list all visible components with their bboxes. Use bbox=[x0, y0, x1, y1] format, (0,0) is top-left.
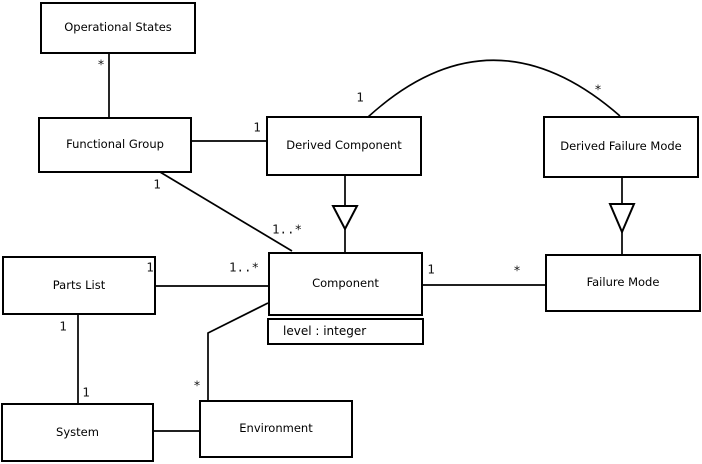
multiplicity-component-left: 1..* bbox=[228, 259, 260, 275]
class-name-label: Failure Mode bbox=[586, 275, 660, 290]
multiplicity-funcgroup-diagonal: 1 bbox=[153, 176, 161, 192]
multiplicity-derived-component: 1 bbox=[253, 119, 261, 135]
class-name-label: Environment bbox=[239, 421, 313, 436]
class-component-attributes: level : integer bbox=[267, 318, 424, 345]
class-functional-group: Functional Group bbox=[38, 117, 192, 173]
multiplicity-component-right: 1 bbox=[427, 261, 435, 277]
class-failure-mode: Failure Mode bbox=[545, 254, 701, 312]
association-environment-component bbox=[207, 302, 269, 401]
class-name-label: Derived Component bbox=[286, 138, 402, 153]
association-derivedcomponent-derivedfailuremode bbox=[367, 59, 621, 118]
class-parts-list: Parts List bbox=[2, 256, 156, 315]
class-system: System bbox=[1, 403, 154, 462]
class-name-label: Derived Failure Mode bbox=[560, 139, 682, 154]
generalization-arrow-icon bbox=[331, 205, 359, 232]
multiplicity-failure-mode: * bbox=[513, 262, 521, 278]
multiplicity-parts-list: 1 bbox=[146, 259, 154, 275]
multiplicity-arc-derived-component: 1 bbox=[356, 89, 364, 105]
multiplicity-component-diagonal: 1..* bbox=[271, 221, 303, 237]
multiplicity-arc-derived-failure-mode: * bbox=[594, 81, 602, 97]
class-name-label: Component bbox=[312, 276, 379, 291]
attribute-label: level : integer bbox=[283, 323, 367, 338]
class-component: Component bbox=[268, 252, 423, 316]
class-name-label: System bbox=[56, 424, 99, 439]
class-name-label: Operational States bbox=[64, 20, 172, 35]
class-environment: Environment bbox=[199, 400, 353, 458]
class-derived-failure-mode: Derived Failure Mode bbox=[543, 116, 699, 178]
multiplicity-environment: * bbox=[193, 377, 201, 393]
multiplicity-system-top: 1 bbox=[82, 384, 90, 400]
multiplicity-parts-list-bottom: 1 bbox=[59, 318, 67, 334]
multiplicity-operational-states: * bbox=[97, 56, 105, 72]
class-derived-component: Derived Component bbox=[266, 116, 422, 176]
class-name-label: Parts List bbox=[52, 277, 106, 292]
class-name-label: Functional Group bbox=[66, 137, 164, 152]
class-operational-states: Operational States bbox=[40, 2, 196, 54]
generalization-arrow-icon bbox=[608, 203, 636, 235]
association-funcgroup-component bbox=[159, 171, 293, 252]
